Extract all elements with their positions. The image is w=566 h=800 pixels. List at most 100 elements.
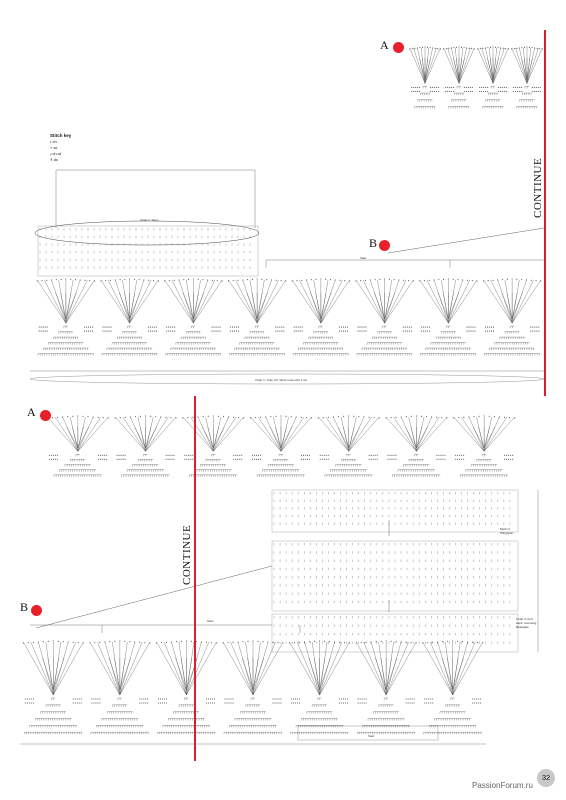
stitch-dot — [184, 454, 186, 456]
stitch-dot — [501, 90, 503, 92]
fan-stroke — [526, 58, 533, 81]
fan-stroke — [100, 279, 130, 324]
stitch-dot — [278, 698, 280, 700]
fan-stroke — [384, 279, 407, 324]
stitch-dot — [497, 86, 499, 88]
stitch-dot — [65, 278, 67, 280]
stitch-dot — [157, 698, 160, 700]
stitch-dot — [94, 280, 96, 282]
fan-stroke — [485, 47, 494, 84]
stitch-dot — [466, 326, 468, 328]
stitch-dot — [459, 458, 461, 460]
stitch-dot — [285, 280, 287, 282]
stitch-dot — [490, 330, 492, 332]
stitch-dot — [338, 641, 341, 643]
stitch-dot — [28, 702, 30, 704]
fan-stroke — [251, 292, 258, 320]
stitch-dot — [211, 326, 213, 328]
stitch-dot — [342, 702, 345, 704]
pineapple-motif — [114, 415, 177, 477]
stitch-dot — [95, 702, 97, 704]
stitch-dot — [319, 458, 321, 460]
fan-stroke — [129, 279, 145, 324]
stitch-dot — [139, 702, 141, 704]
stitch-dot — [472, 702, 474, 704]
stitch-dot — [164, 280, 166, 282]
stitch-dot — [32, 702, 34, 704]
stitch-dot — [342, 698, 345, 700]
stitch-dot — [239, 458, 241, 460]
stitch-dot — [479, 48, 481, 50]
stitch-dot — [358, 416, 360, 418]
stitch-dot — [229, 326, 231, 328]
fan-stroke — [451, 47, 460, 84]
stitch-dot — [361, 326, 363, 328]
fan-stroke — [490, 58, 494, 81]
stitch-dot — [88, 326, 90, 328]
fan-stroke — [77, 426, 89, 449]
fan-stroke — [419, 279, 449, 324]
pineapple-motif — [227, 278, 287, 356]
fan-stroke — [422, 58, 426, 81]
fan-stroke — [416, 416, 440, 452]
stitch-dot — [413, 90, 415, 92]
stitch-dot — [503, 90, 505, 92]
stitch-dot — [79, 279, 81, 281]
stitch-dot — [174, 326, 176, 328]
stitch-dot — [317, 417, 319, 419]
stitch-dot — [393, 279, 395, 281]
fan-stroke — [458, 58, 465, 81]
stitch-dot — [437, 48, 439, 50]
fan-stroke — [107, 279, 130, 324]
stitch-dot — [424, 46, 426, 48]
stitch-dot — [149, 642, 151, 644]
stitch-dot — [309, 641, 311, 643]
stitch-dot — [428, 702, 430, 704]
stitch-dot — [109, 641, 111, 643]
stitch-dot — [48, 458, 50, 460]
stitch-dot — [60, 278, 62, 280]
stitch-dot — [293, 702, 295, 704]
stitch-dot — [237, 454, 239, 456]
fan-stroke — [318, 416, 349, 452]
stitch-dot — [429, 86, 431, 88]
stitch-dot — [151, 330, 153, 332]
stitch-dot — [55, 279, 57, 281]
fan-stroke — [370, 279, 385, 324]
stitch-dot — [237, 330, 239, 332]
stitch-dot — [518, 47, 520, 49]
stitch-dot — [534, 330, 536, 332]
stitch-dot — [285, 415, 287, 417]
stitch-dot — [27, 642, 29, 644]
fan-stroke — [385, 641, 417, 696]
stitch-dot — [423, 326, 425, 328]
stitch-dot — [341, 326, 343, 328]
stitch-dot — [508, 454, 510, 456]
stitch-dot — [243, 417, 245, 419]
fan-stroke — [424, 47, 441, 84]
stitch-dot — [124, 640, 126, 642]
stitch-dot — [433, 279, 435, 281]
stitch-dot — [474, 330, 476, 332]
stitch-dot — [89, 280, 91, 282]
stitch-dot — [423, 330, 425, 332]
stitch-dot — [138, 279, 140, 281]
stitch-dot — [299, 326, 301, 328]
fan-stroke — [65, 279, 81, 324]
stitch-dot — [415, 642, 417, 644]
stitch-dot — [210, 642, 212, 644]
stitch-dot — [299, 641, 301, 643]
stitch-dot — [463, 454, 465, 456]
stitch-dot — [118, 454, 120, 456]
stitch-dot — [413, 698, 415, 700]
stitch-dot — [368, 454, 370, 456]
fan-stroke — [526, 47, 543, 84]
stitch-dot — [467, 86, 469, 88]
fan-stroke — [252, 641, 269, 696]
stitch-dot — [133, 278, 135, 280]
stitch-key-item: • ch — [50, 139, 57, 144]
stitch-dot — [166, 330, 168, 332]
stitch-dot — [532, 330, 534, 332]
stitch-dot — [451, 86, 453, 88]
